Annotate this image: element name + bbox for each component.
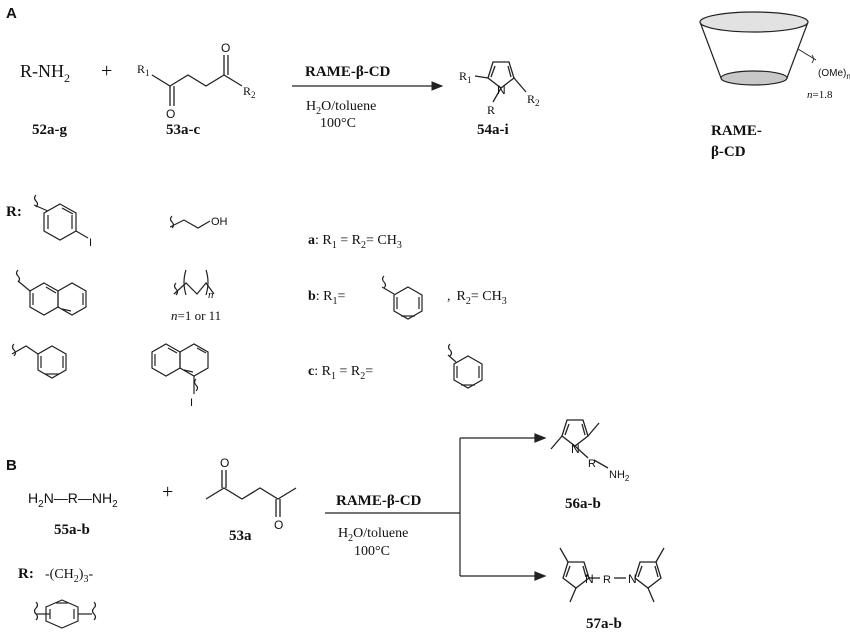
catalyst-label-a: RAME-β-CD xyxy=(305,64,391,80)
naphthyl-structure xyxy=(15,269,87,316)
variant-c: c: R1 = R2= xyxy=(308,364,373,382)
diketone-oxygen-1: O xyxy=(166,107,175,121)
iodophenyl-structure xyxy=(33,194,89,241)
variant-a: a: R1 = R2= CH3 xyxy=(308,233,402,251)
bispyrrole-nitrogen-2: N xyxy=(628,572,637,586)
phenylene-structure xyxy=(33,599,97,629)
variant-c-phenyl xyxy=(447,343,483,389)
monopyrrole-structure xyxy=(550,419,609,469)
cd-label-line-2: β-CD xyxy=(711,144,746,160)
amine-formula: R-NH2 xyxy=(20,61,70,85)
bispyrrole-structure xyxy=(559,547,665,603)
diketone-structure xyxy=(151,55,243,106)
alkyl-chain-structure xyxy=(173,269,215,296)
r-groups-b-title: R: xyxy=(18,566,34,582)
diketone-code: 53a-c xyxy=(166,122,200,138)
plus-sign-b: + xyxy=(162,481,173,503)
hexanedione-oxygen-1: O xyxy=(220,456,229,470)
diketone-r1: R1 xyxy=(137,62,150,78)
pyrrole-r1: R1 xyxy=(459,69,472,85)
reaction-arrow-a xyxy=(292,81,444,91)
catalyst-label-b: RAME-β-CD xyxy=(336,493,422,509)
pyrrole-r: R xyxy=(487,103,495,117)
alkyl-n: n xyxy=(208,289,214,301)
panel-a-label: A xyxy=(6,5,17,22)
iodonaphthyl-structure xyxy=(151,343,209,394)
product-code-57: 57a-b xyxy=(586,616,622,632)
hexanedione-oxygen-2: O xyxy=(274,518,283,532)
monopyrrole-amine: NH2 xyxy=(609,469,630,483)
product-code-56: 56a-b xyxy=(565,496,601,512)
variant-b-r2: ,R2= CH3 xyxy=(447,289,507,307)
hydroxy-group: OH xyxy=(211,216,228,228)
monopyrrole-r: R xyxy=(588,458,596,470)
bispyrrole-r: R xyxy=(603,574,611,586)
hexanedione-structure xyxy=(205,470,297,517)
variant-b-phenyl xyxy=(381,275,423,320)
diamine-formula: H2N—R—NH2 xyxy=(28,490,118,510)
monopyrrole-nitrogen: N xyxy=(571,442,580,456)
cd-substituent: (OMe)n xyxy=(818,68,850,81)
amine-code: 52a-g xyxy=(32,122,67,138)
cyclodextrin-cup-icon xyxy=(699,11,817,86)
pyrrole-structure xyxy=(474,61,527,103)
solvent-label-a: H2O/toluene xyxy=(306,99,376,117)
bispyrrole-nitrogen-1: N xyxy=(585,572,594,586)
reaction-arrow-b xyxy=(325,433,547,581)
iodo-atom: I xyxy=(89,237,92,249)
cd-n-value: n=1.8 xyxy=(807,89,833,101)
benzyl-structure xyxy=(11,343,67,379)
hydroxyethyl-structure xyxy=(169,215,211,229)
hexanedione-code: 53a xyxy=(229,528,252,544)
temperature-label-b: 100°C xyxy=(354,544,390,559)
solvent-label-b: H2O/toluene xyxy=(338,526,408,544)
alkyl-note: n=1 or 11 xyxy=(171,308,221,323)
plus-sign-a: + xyxy=(101,60,112,82)
diamine-code: 55a-b xyxy=(54,522,90,538)
cd-label-line-1: RAME- xyxy=(711,123,762,139)
r-chain-formula: -(CH2)3- xyxy=(45,567,93,585)
variant-b: b: R1= xyxy=(308,289,346,307)
r-groups-title: R: xyxy=(6,204,22,220)
panel-b-label: B xyxy=(6,457,17,474)
diketone-oxygen-2: O xyxy=(221,41,230,55)
pyrrole-nitrogen: N xyxy=(497,83,506,97)
naphthyl-iodo-atom: I xyxy=(190,397,193,409)
product-code-a: 54a-i xyxy=(477,122,509,138)
diketone-r2: R2 xyxy=(243,84,256,100)
temperature-label-a: 100°C xyxy=(320,116,356,131)
pyrrole-r2: R2 xyxy=(527,92,540,108)
